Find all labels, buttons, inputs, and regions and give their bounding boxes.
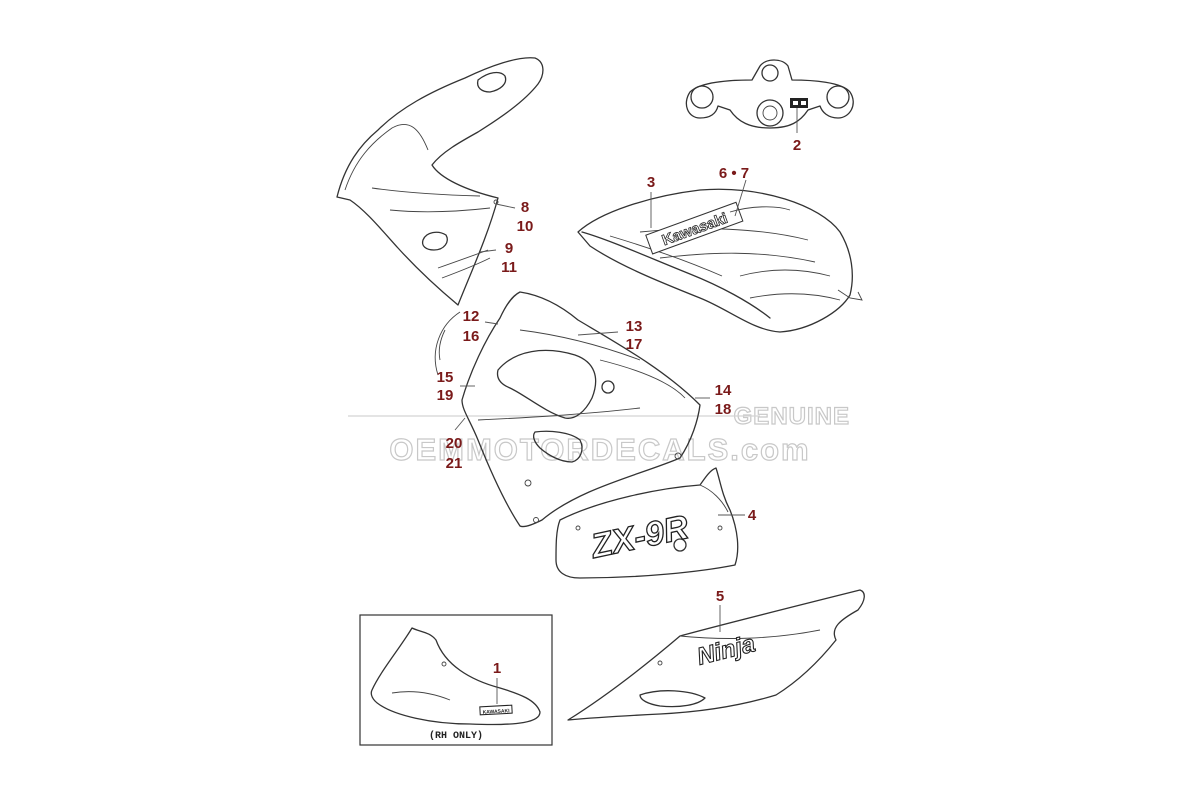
clamp-decal-part2 (790, 98, 808, 108)
callout-10: 10 (517, 218, 534, 235)
callout-13: 13 (626, 318, 643, 335)
fuel-tank-part: Kawasaki (577, 188, 863, 333)
callout-2: 2 (793, 137, 801, 154)
watermark-site: OEMMOTORDECALS.com (389, 432, 810, 467)
tank-logo-text: Kawasaki (660, 210, 730, 249)
lower-fairing-part: ZX-9R (555, 467, 739, 579)
watermark-genuine: GENUINE (734, 403, 850, 430)
leader-lines (454, 108, 798, 704)
callout-15: 15 (437, 369, 454, 386)
tail-ninja-decal: Ninja (694, 630, 759, 671)
inset-decal-part1: KAWASAKI (479, 704, 513, 716)
callout-11: 11 (501, 259, 517, 276)
callout-1: 1 (493, 660, 501, 677)
inset-note: (RH ONLY) (429, 730, 483, 742)
callout-3: 3 (647, 174, 655, 191)
callout-19: 19 (437, 387, 454, 404)
inset-decal-text: KAWASAKI (482, 708, 510, 715)
lower-fairing-zx9r-decal: ZX-9R (586, 507, 693, 566)
callout-21: 21 (446, 455, 463, 472)
callout-18: 18 (715, 401, 732, 418)
top-triple-clamp-part (685, 59, 854, 129)
tail-logo-text: Ninja (694, 630, 757, 670)
callout-8: 8 (521, 199, 529, 216)
middle-fairing-part (434, 291, 701, 528)
callout-14: 14 (715, 382, 732, 399)
upper-fairing-part (336, 57, 544, 306)
tail-cowl-part: Ninja (567, 589, 865, 721)
callout-17: 17 (626, 336, 643, 353)
callout-9: 9 (505, 240, 513, 257)
callout-16: 16 (463, 328, 480, 345)
watermark: GENUINE OEMMOTORDECALS.com (348, 402, 850, 468)
inset-box: KAWASAKI (RH ONLY) (359, 614, 553, 746)
callout-20: 20 (446, 435, 463, 452)
callout-6-7: 6 • 7 (719, 165, 749, 182)
lower-fairing-logo-text: ZX-9R (587, 508, 692, 566)
callout-12: 12 (463, 308, 480, 325)
callouts: 2 3 6 • 7 8 10 9 11 12 16 13 17 15 19 14… (437, 137, 802, 677)
tank-kawasaki-decal: Kawasaki (645, 201, 744, 255)
callout-5: 5 (716, 588, 724, 605)
callout-4: 4 (748, 507, 757, 524)
